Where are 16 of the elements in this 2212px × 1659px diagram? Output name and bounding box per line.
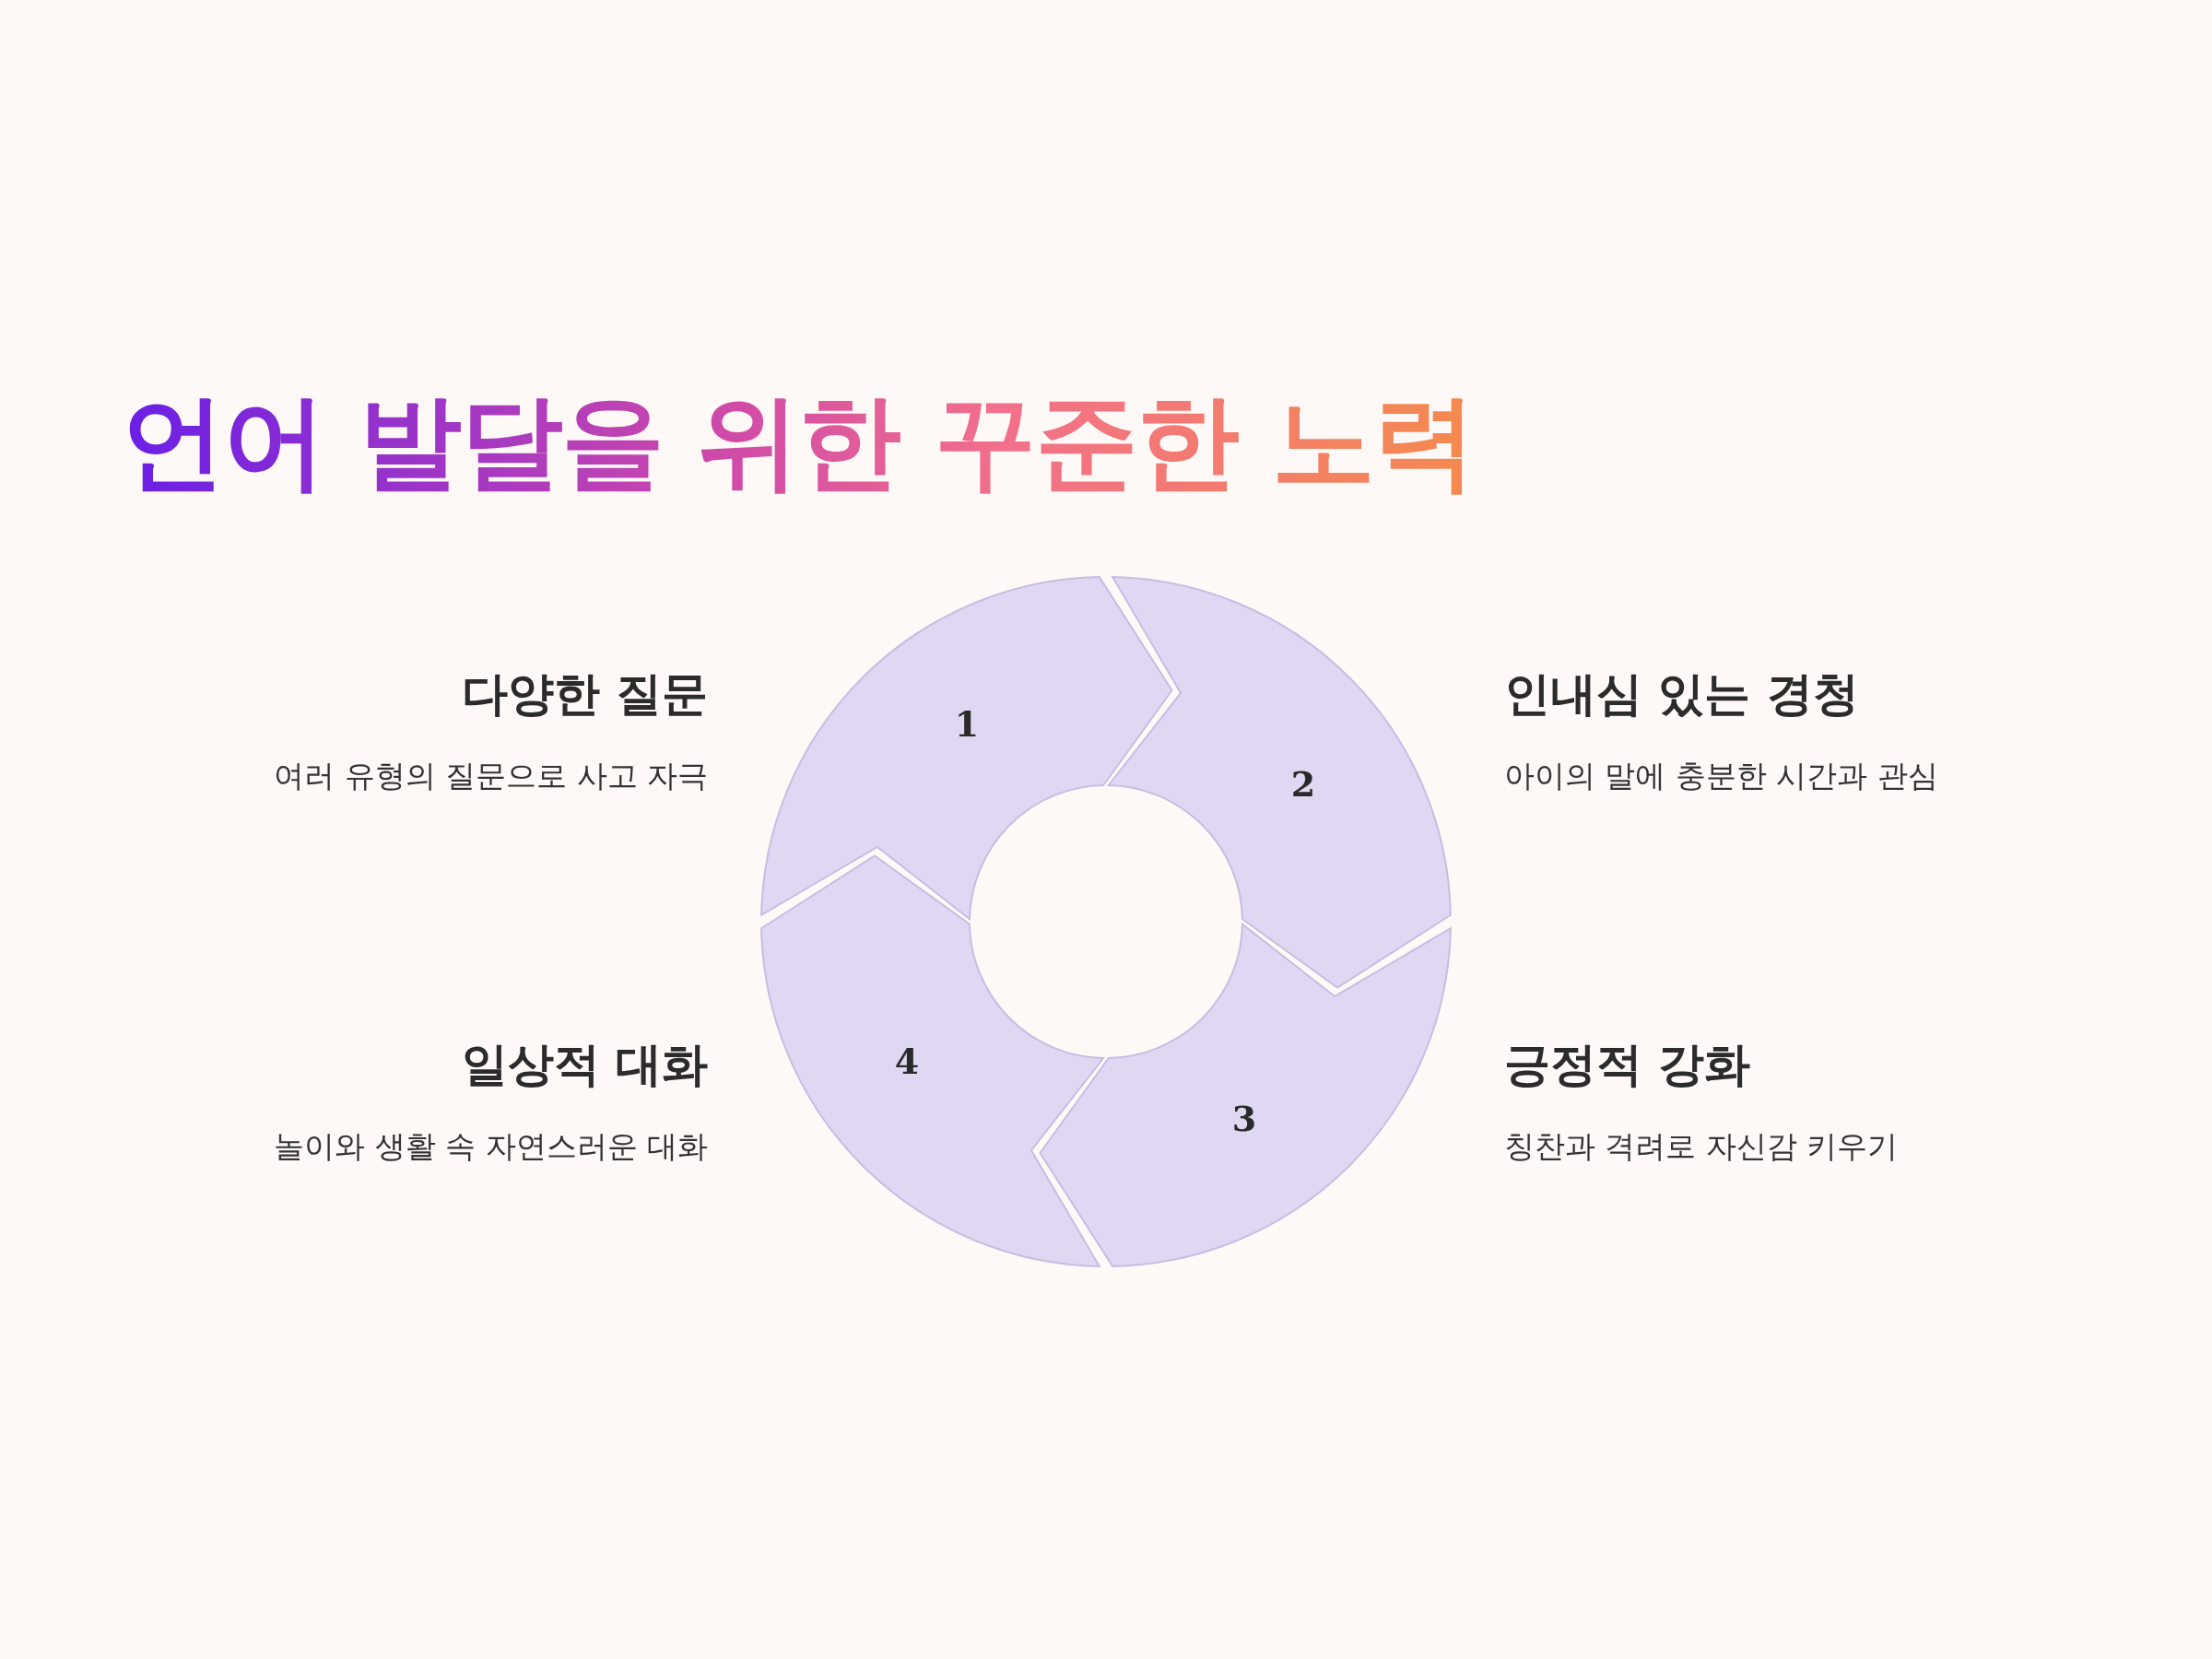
step-heading: 다양한 질문 xyxy=(461,666,708,723)
step-description: 놀이와 생활 속 자연스러운 대화 xyxy=(274,1127,708,1166)
ring-segment xyxy=(760,576,1173,921)
step-number: 2 xyxy=(1290,762,1316,805)
ring-segment xyxy=(1039,923,1452,1267)
step-heading: 인내심 있는 경청 xyxy=(1504,666,1859,723)
step-description: 아이의 말에 충분한 시간과 관심 xyxy=(1504,757,1938,795)
step-description: 여러 유형의 질문으로 사고 자극 xyxy=(274,757,708,795)
step-heading: 긍정적 강화 xyxy=(1504,1037,1751,1093)
step-number: 1 xyxy=(954,702,980,745)
step-number: 3 xyxy=(1231,1097,1257,1139)
ring-segment xyxy=(760,854,1105,1267)
step-description: 칭찬과 격려로 자신감 키우기 xyxy=(1504,1127,1899,1166)
step-heading: 일상적 대화 xyxy=(461,1037,708,1093)
step-number: 4 xyxy=(894,1040,920,1082)
ring-segment xyxy=(1107,576,1452,989)
